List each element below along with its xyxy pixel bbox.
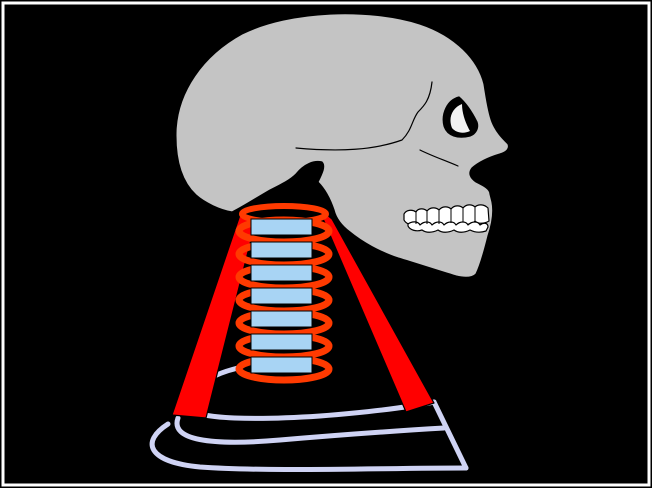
vertebra: [251, 334, 312, 350]
vertebra: [251, 242, 312, 258]
vertebra: [251, 311, 312, 327]
vertebra: [251, 357, 312, 373]
vertebra: [251, 265, 312, 281]
vertebra: [251, 288, 312, 304]
vertebra: [251, 219, 312, 235]
vertebrae: [251, 219, 312, 373]
